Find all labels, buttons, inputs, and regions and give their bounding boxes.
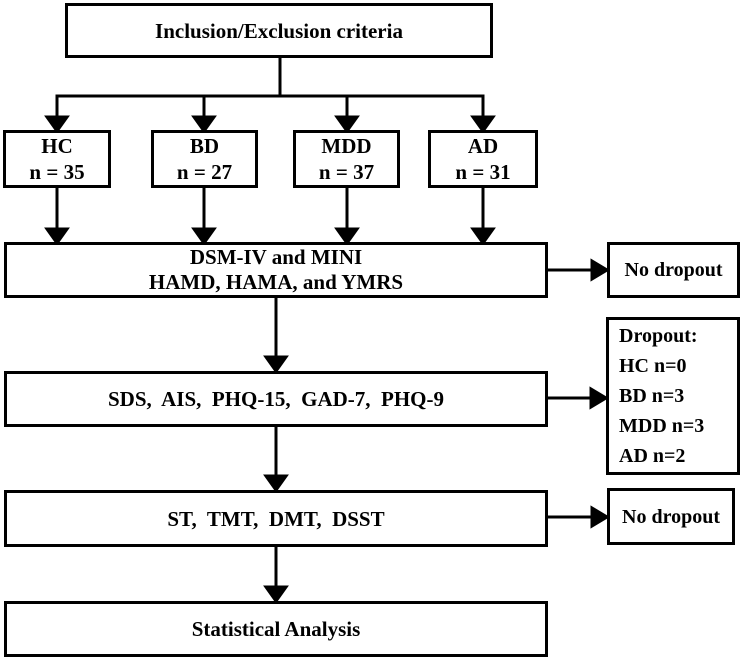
group-name: AD bbox=[467, 134, 499, 158]
arrowhead-dsm-to-scales bbox=[263, 355, 289, 374]
arrowhead-into-bd bbox=[191, 115, 217, 134]
arrowhead-ad-to-dsm bbox=[470, 227, 496, 246]
scales-box: SDS, AIS, PHQ-15, GAD-7, PHQ-9 bbox=[4, 371, 548, 427]
dropout-line-ad: AD n=2 bbox=[619, 445, 686, 467]
group-count: n = 37 bbox=[318, 160, 375, 184]
group-name: MDD bbox=[321, 134, 372, 158]
arrowhead-scales-to-tests bbox=[263, 474, 289, 493]
clinical-assessment-line1: DSM-IV and MINI bbox=[189, 245, 363, 269]
group-box-bd: BD n = 27 bbox=[151, 130, 258, 188]
arrowhead-hc-to-dsm bbox=[44, 227, 70, 246]
no-dropout-label: No dropout bbox=[624, 259, 723, 281]
arrowhead-into-mdd bbox=[334, 115, 360, 134]
arrowhead-tests-to-stats bbox=[263, 585, 289, 604]
dropout-line-hc: HC n=0 bbox=[619, 355, 687, 377]
arrowhead-scales-to-dropout bbox=[589, 386, 609, 410]
scales-label: SDS, AIS, PHQ-15, GAD-7, PHQ-9 bbox=[107, 387, 445, 411]
arrowhead-dsm-to-nodropout1 bbox=[590, 258, 610, 282]
dropout-box: Dropout: HC n=0 BD n=3 MDD n=3 AD n=2 bbox=[606, 317, 740, 475]
group-name: HC bbox=[41, 134, 73, 158]
clinical-assessment-line2: HAMD, HAMA, and YMRS bbox=[148, 270, 404, 294]
cognitive-tests-box: ST, TMT, DMT, DSST bbox=[4, 490, 548, 547]
arrowhead-mdd-to-dsm bbox=[334, 227, 360, 246]
no-dropout-label: No dropout bbox=[622, 505, 720, 528]
statistical-analysis-label: Statistical Analysis bbox=[191, 617, 361, 641]
group-count: n = 35 bbox=[29, 160, 85, 184]
group-name: BD bbox=[189, 134, 220, 158]
inclusion-exclusion-label: Inclusion/Exclusion criteria bbox=[155, 18, 403, 43]
no-dropout-box-1: No dropout bbox=[607, 242, 740, 298]
no-dropout-box-2: No dropout bbox=[607, 488, 735, 545]
group-box-mdd: MDD n = 37 bbox=[293, 130, 400, 188]
cognitive-tests-label: ST, TMT, DMT, DSST bbox=[167, 506, 385, 531]
group-box-hc: HC n = 35 bbox=[3, 130, 111, 188]
arrowhead-into-hc bbox=[44, 115, 70, 134]
arrowhead-tests-to-nodropout2 bbox=[590, 505, 610, 529]
group-count: n = 27 bbox=[176, 160, 233, 184]
group-count: n = 31 bbox=[455, 160, 511, 184]
clinical-assessment-box: DSM-IV and MINI HAMD, HAMA, and YMRS bbox=[4, 242, 548, 298]
arrowhead-bd-to-dsm bbox=[191, 227, 217, 246]
arrowhead-into-ad bbox=[470, 115, 496, 134]
dropout-line-mdd: MDD n=3 bbox=[619, 415, 705, 437]
dropout-title: Dropout: bbox=[619, 325, 698, 347]
statistical-analysis-box: Statistical Analysis bbox=[4, 601, 548, 657]
dropout-line-bd: BD n=3 bbox=[619, 385, 685, 407]
inclusion-exclusion-box: Inclusion/Exclusion criteria bbox=[65, 3, 493, 58]
group-box-ad: AD n = 31 bbox=[428, 130, 538, 188]
